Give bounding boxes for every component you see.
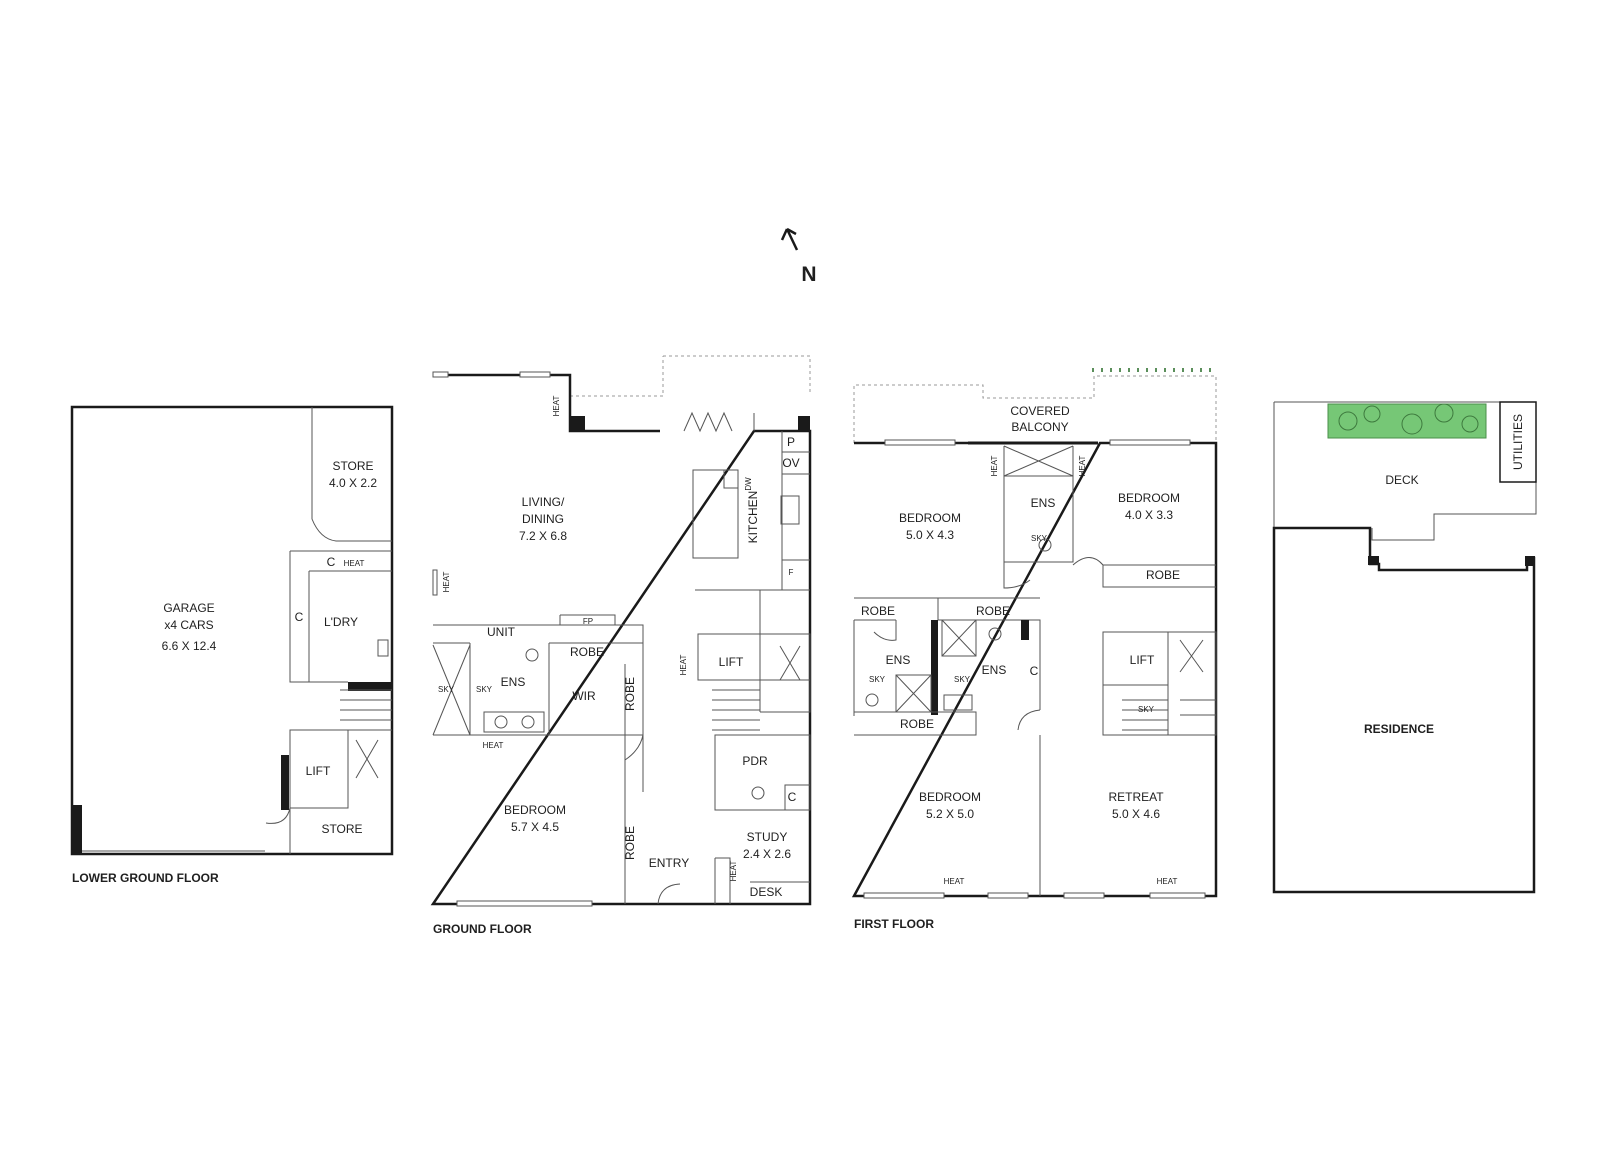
robe-lower-label: ROBE: [623, 826, 637, 860]
first-c-label: C: [1030, 664, 1039, 678]
first-ensuite-left-label: ENS: [886, 653, 911, 667]
heat-b-label: HEAT: [442, 572, 451, 593]
lower-lift-label: LIFT: [306, 764, 331, 778]
lower-ground-outline: [70, 405, 394, 856]
first-bedroom-1-dimensions: 5.0 X 4.3: [906, 528, 954, 542]
lower-c2-label: C: [295, 610, 304, 624]
residence-label: RESIDENCE: [1364, 722, 1434, 736]
garage-label: GARAGE: [163, 601, 214, 615]
garage-cars: x4 CARS: [164, 618, 213, 632]
retreat-label: RETREAT: [1108, 790, 1164, 804]
ground-floor-outline: [430, 373, 812, 906]
covered-balcony-label: COVERED: [1010, 404, 1070, 418]
desk-label: DESK: [750, 885, 783, 899]
ground-bedroom-label: BEDROOM: [504, 803, 566, 817]
first-heat-c-label: HEAT: [944, 877, 965, 886]
wir-label: WIR: [572, 689, 596, 703]
lower-ground-floor-title: LOWER GROUND FLOOR: [72, 871, 219, 885]
first-sky-stair-label: SKY: [1138, 705, 1155, 714]
powder-room-label: PDR: [742, 754, 768, 768]
garage-dimensions: 6.6 X 12.4: [162, 639, 217, 653]
first-ensuite-top-label: ENS: [1031, 496, 1056, 510]
first-ensuite-middle-label: ENS: [982, 663, 1007, 677]
store-top-label: STORE: [332, 459, 373, 473]
study-label: STUDY: [747, 830, 788, 844]
deck-label: DECK: [1385, 473, 1418, 487]
store-bottom-label: STORE: [321, 822, 362, 836]
first-lift-label: LIFT: [1130, 653, 1155, 667]
study-dimensions: 2.4 X 2.6: [743, 847, 791, 861]
pantry-label: P: [787, 435, 795, 449]
first-bedroom-2-dimensions: 4.0 X 3.3: [1125, 508, 1173, 522]
site-plan: DECK UTILITIES RESIDENCE: [1272, 401, 1537, 894]
robe-side-label: ROBE: [623, 677, 637, 711]
heat-d-label: HEAT: [483, 741, 504, 750]
north-compass: N: [780, 227, 817, 286]
first-robe-middle-label: ROBE: [976, 604, 1010, 618]
first-sky-top-label: SKY: [1031, 534, 1048, 543]
first-bedroom-3-dimensions: 5.2 X 5.0: [926, 807, 974, 821]
heat-e-label: HEAT: [729, 861, 738, 882]
residence-outline: [1272, 526, 1536, 894]
first-heat-a-label: HEAT: [990, 456, 999, 477]
first-floor-title: FIRST FLOOR: [854, 917, 934, 931]
ground-c-label: C: [788, 790, 797, 804]
first-robe-right-label: ROBE: [1146, 568, 1180, 582]
first-sky-left-label: SKY: [869, 675, 886, 684]
first-bedroom-2-label: BEDROOM: [1118, 491, 1180, 505]
sky-2-label: SKY: [476, 685, 493, 694]
ground-lift-label: LIFT: [719, 655, 744, 669]
oven-label: OV: [782, 456, 799, 470]
first-bedroom-3-label: BEDROOM: [919, 790, 981, 804]
unit-label: UNIT: [487, 625, 516, 639]
first-heat-d-label: HEAT: [1157, 877, 1178, 886]
fridge-label: F: [789, 568, 794, 577]
first-heat-b-label: HEAT: [1078, 456, 1087, 477]
living-label-line2: DINING: [522, 512, 564, 526]
living-label: LIVING/: [522, 495, 565, 509]
kitchen-label: KITCHEN: [746, 491, 760, 544]
first-bedroom-1-label: BEDROOM: [899, 511, 961, 525]
first-floor-plan: COVERED BALCONY BEDROOM 5.0 X 4.3 HEAT H…: [851, 368, 1218, 931]
heat-c-label: HEAT: [679, 655, 688, 676]
ground-floor-plan: LIVING/ DINING 7.2 X 6.8 HEAT HEAT HEAT …: [430, 355, 812, 936]
north-arrow-icon: [780, 227, 799, 251]
laundry-label: L'DRY: [324, 615, 358, 629]
lower-c-label: C: [327, 555, 336, 569]
entry-label: ENTRY: [649, 856, 689, 870]
store-top-dimensions: 4.0 X 2.2: [329, 476, 377, 490]
fireplace-label: FP: [583, 617, 593, 626]
retreat-dimensions: 5.0 X 4.6: [1112, 807, 1160, 821]
covered-balcony-label-line2: BALCONY: [1011, 420, 1068, 434]
first-sky-middle-label: SKY: [954, 675, 971, 684]
dishwasher-label: DW: [744, 477, 753, 491]
lower-heat-label: HEAT: [344, 559, 365, 568]
living-dimensions: 7.2 X 6.8: [519, 529, 567, 543]
heat-a-label: HEAT: [552, 396, 561, 417]
ground-ensuite-label: ENS: [501, 675, 526, 689]
first-robe-bottom-label: ROBE: [900, 717, 934, 731]
lower-ground-floor-plan: GARAGE x4 CARS 6.6 X 12.4 STORE 4.0 X 2.…: [70, 405, 394, 885]
ground-bedroom-dimensions: 5.7 X 4.5: [511, 820, 559, 834]
robe-top-label: ROBE: [570, 645, 604, 659]
compass-label: N: [801, 263, 816, 286]
first-robe-left-label: ROBE: [861, 604, 895, 618]
ground-floor-title: GROUND FLOOR: [433, 922, 532, 936]
sky-1-label: SKY: [438, 685, 455, 694]
utilities-label: UTILITIES: [1511, 414, 1525, 470]
